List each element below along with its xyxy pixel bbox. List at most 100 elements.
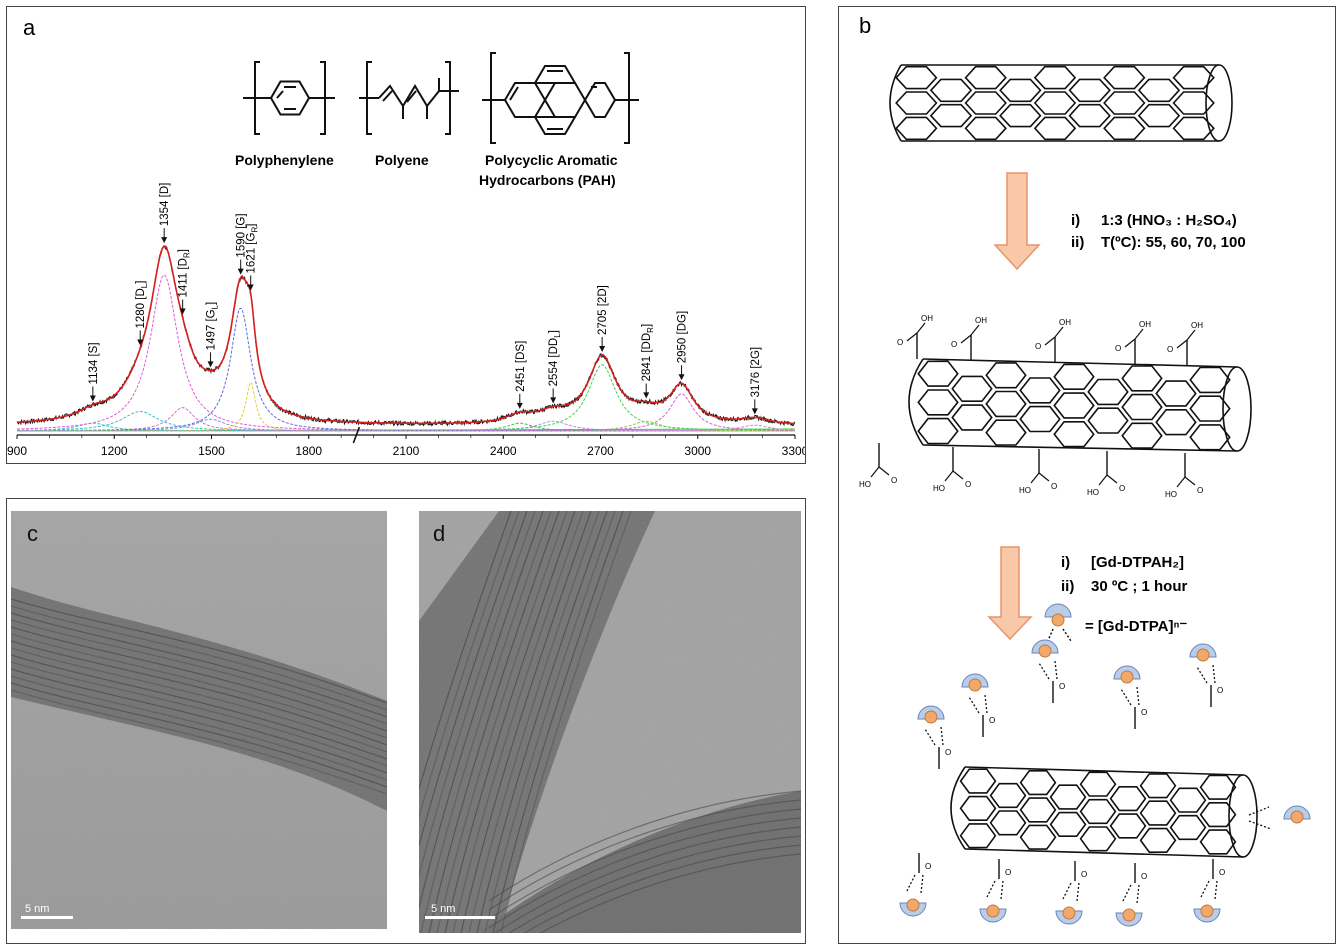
peak-label-1497: 1497 [GL] (206, 302, 220, 351)
gd-ion (968, 678, 982, 692)
peak-label-2841: 2841 [DDR] (641, 324, 655, 382)
lattice-hexagon (989, 782, 1027, 809)
coordination-bond (968, 696, 980, 714)
oxygen-label: O (1141, 872, 1147, 881)
lattice-hexagon (1139, 800, 1177, 826)
scale-bar-d (425, 916, 495, 919)
lattice-hexagon (929, 103, 973, 128)
lattice-hexagon (1019, 824, 1057, 850)
peak-arrowhead-1621 (247, 284, 254, 291)
oxygen-label: O (989, 716, 995, 725)
lattice-hexagon (999, 78, 1042, 103)
cooh-single-bond (1054, 326, 1064, 338)
lattice-hexagon (989, 810, 1027, 836)
coordination-bond (1062, 882, 1072, 900)
lattice-hexagon (964, 91, 1007, 115)
step1-acid-mixture: 1:3 (HNO₃ : H₂SO₄) (1101, 212, 1237, 229)
lattice-hexagon (1049, 811, 1087, 838)
coordination-bond (1214, 880, 1218, 900)
raman-spectrum-figure: a Polyphenylene Polyene (7, 15, 805, 458)
polyene-label: Polyene (375, 152, 429, 168)
step2-gd-complex: [Gd-DTPAH₂] (1091, 554, 1184, 571)
lattice-hexagon (1079, 798, 1117, 825)
peak-arrowhead-1497 (207, 361, 214, 368)
peak-label-2451: 2451 [DS] (515, 341, 527, 392)
lattice-hexagon (985, 419, 1027, 446)
coordination-bond (1076, 882, 1080, 902)
peak-label-1354: 1354 [D] (159, 183, 171, 226)
cumulative-fit (16, 245, 795, 425)
oxygen-label: O (945, 748, 951, 757)
peak-label-1280: 1280 [DL] (135, 281, 149, 329)
functionalization-scheme: b i) 1:3 (HNO₃ : H₂SO₄) ii) T(ºC): 55, 6… (859, 13, 1311, 927)
lattice-hexagon (1068, 103, 1111, 128)
coordination-bond (1000, 880, 1004, 900)
lattice-hexagon (1137, 103, 1181, 128)
peak-label-2554: 2554 [DDL] (548, 330, 562, 386)
oxygen-label: O (951, 340, 957, 349)
coordination-bond (986, 880, 996, 898)
lattice-hexagon (1172, 65, 1215, 90)
lattice-hexagon (1121, 365, 1163, 392)
gd-dtpa-symbol (1044, 603, 1072, 644)
cooh-single-bond (944, 470, 954, 482)
coordination-bond (1212, 664, 1216, 684)
lattice-hexagon (1169, 814, 1207, 841)
x-tick-label-900: 900 (7, 444, 27, 458)
cooh-single-bond (1186, 329, 1196, 341)
cooh-single-bond (1134, 328, 1144, 340)
lattice-hexagon (895, 91, 938, 115)
cooh-single-bond (970, 324, 980, 336)
lattice-hexagon (959, 823, 997, 849)
lattice-hexagon (964, 116, 1007, 141)
lattice-hexagon (1189, 395, 1231, 422)
oxygen-label: O (1059, 682, 1065, 691)
peak-label-1134: 1134 [S] (88, 342, 100, 384)
lattice-hexagon (1053, 363, 1095, 391)
coordination-bond (940, 726, 944, 746)
cooh-double-bond (960, 334, 972, 344)
oxygen-label: O (1197, 486, 1203, 495)
peak-arrowhead-1280 (137, 339, 144, 346)
gd-ion (986, 904, 1000, 918)
lattice-hexagon (1068, 78, 1111, 103)
lattice-hexagon (1019, 405, 1061, 433)
coordination-bond (1054, 660, 1058, 680)
lattice-hexagon (1199, 801, 1237, 828)
gd-ion (1200, 904, 1214, 918)
lattice-hexagon (951, 404, 993, 431)
lattice-hexagon (1155, 408, 1197, 436)
x-tick-label-1200: 1200 (101, 444, 128, 458)
lattice-hexagon (1053, 392, 1095, 419)
oxygen-label: O (1141, 708, 1147, 717)
x-tick-label-3000: 3000 (684, 444, 711, 458)
hydroxyl-label: HO (859, 480, 871, 489)
peak-arrowhead-2950 (678, 374, 685, 381)
lattice-hexagon (1139, 773, 1177, 799)
peak-arrowhead-1354 (161, 237, 168, 244)
step1-i-marker: i) (1071, 212, 1080, 229)
x-axis: 90012001500180021002400270030003300 (7, 426, 805, 458)
hydroxyl-label: HO (1087, 488, 1099, 497)
oxygen-label: O (1119, 484, 1125, 493)
cooh-single-bond (1098, 474, 1108, 486)
pah-label-line1: Polycyclic Aromatic (485, 152, 618, 168)
peak-arrowhead-2841 (643, 392, 650, 399)
peak-label-1590: 1590 [G] (236, 213, 248, 257)
lattice-hexagon (1109, 785, 1147, 812)
oxygen-label: O (1035, 342, 1041, 351)
axis-break-mark (352, 426, 361, 444)
oxygen-label: O (1081, 870, 1087, 879)
x-tick-label-1500: 1500 (198, 444, 225, 458)
lattice-hexagon (1137, 78, 1181, 103)
pristine-nanotube (889, 64, 1233, 142)
gd-ion (906, 898, 920, 912)
pah-structure (482, 52, 639, 144)
lattice-hexagon (1033, 91, 1077, 115)
lattice-hexagon (1033, 65, 1077, 90)
lattice-hexagon (895, 116, 938, 141)
step1-temperatures: T(ºC): 55, 60, 70, 100 (1101, 234, 1246, 251)
hydroxyl-label: OH (1139, 320, 1151, 329)
reaction-arrow-2 (987, 546, 1033, 641)
lattice-hexagon (1033, 116, 1077, 141)
